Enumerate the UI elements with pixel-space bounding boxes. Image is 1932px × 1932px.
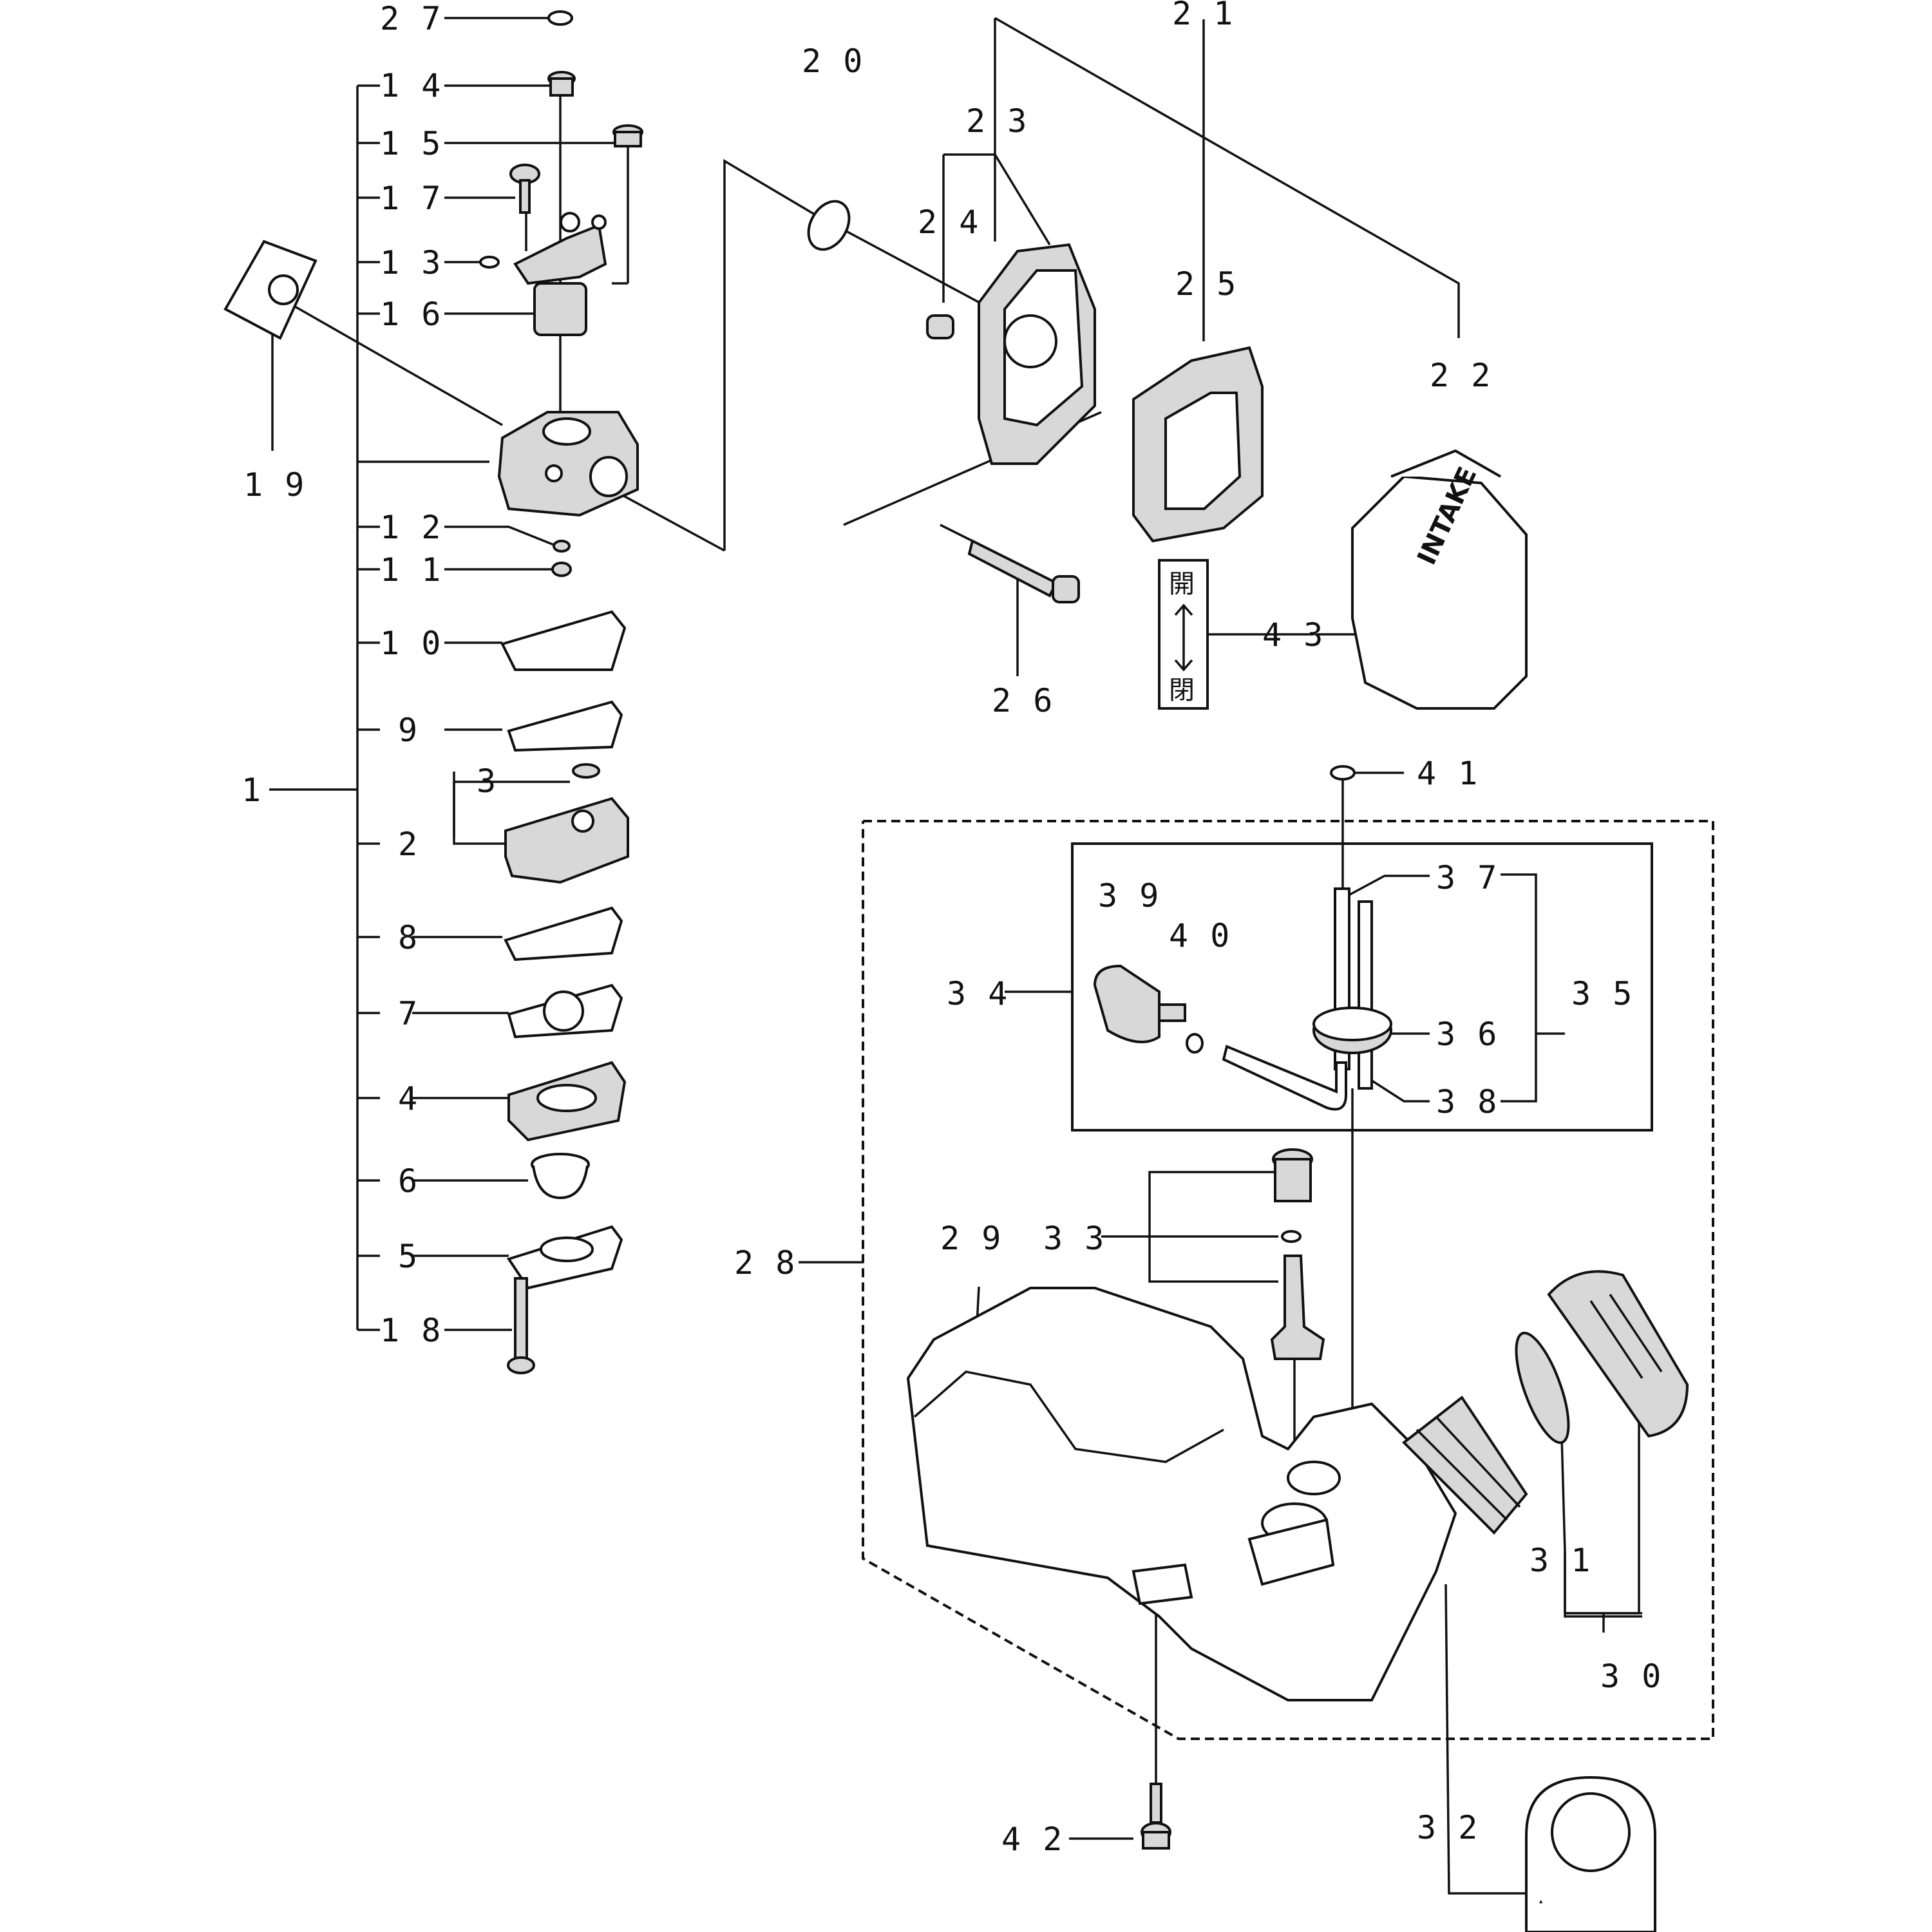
part-9-gasket-icon bbox=[507, 700, 623, 752]
choke-close-text: 閉 bbox=[1169, 676, 1195, 705]
carburetor-parts bbox=[223, 10, 643, 1374]
part-19-gasket-icon bbox=[223, 240, 317, 340]
callout-35: 3 5 bbox=[1571, 975, 1633, 1012]
part-23-air-cleaner-base-icon bbox=[978, 243, 1096, 465]
callout-41: 4 1 bbox=[1417, 755, 1479, 792]
part-10-pump-cover-icon bbox=[500, 610, 627, 671]
callout-43: 4 3 bbox=[1262, 616, 1324, 654]
part-17-screw-icon bbox=[509, 164, 540, 214]
part-7-diaphragm-icon bbox=[507, 983, 623, 1039]
callout-27: 2 7 bbox=[380, 0, 442, 37]
part-24-spacer-icon bbox=[926, 314, 954, 339]
part-37-fuel-line-icon bbox=[1334, 887, 1373, 1090]
callout-22: 2 2 bbox=[1430, 357, 1492, 394]
part-26-bolt-icon bbox=[967, 539, 1080, 603]
choke-open-text: 開 bbox=[1169, 569, 1195, 599]
callout-12: 1 2 bbox=[380, 509, 442, 546]
callout-38: 3 8 bbox=[1436, 1083, 1498, 1121]
callout-15: 1 5 bbox=[380, 125, 442, 162]
callout-39: 3 9 bbox=[1098, 877, 1160, 914]
callout-28: 2 8 bbox=[734, 1244, 796, 1282]
callout-19: 1 9 bbox=[243, 466, 305, 504]
label-warning-text: ▲ bbox=[1539, 1899, 1543, 1905]
callout-30: 3 0 bbox=[1600, 1658, 1662, 1695]
callout-37: 3 7 bbox=[1436, 859, 1498, 896]
callout-21: 2 1 bbox=[1172, 0, 1234, 32]
callout-17: 1 7 bbox=[380, 180, 442, 217]
callout-3: 3 bbox=[477, 762, 497, 800]
carburetor-body-icon bbox=[497, 411, 639, 517]
part-13-clip-icon bbox=[479, 256, 500, 269]
callout-1: 1 bbox=[242, 772, 262, 809]
part-6-primer-bulb-icon bbox=[531, 1153, 590, 1200]
part-22-air-cleaner-cover-icon: INTAKE bbox=[1351, 449, 1528, 710]
callout-4: 4 bbox=[398, 1080, 419, 1117]
part-40-clip-icon bbox=[1186, 1033, 1204, 1054]
part-31-gasket-icon bbox=[1515, 1331, 1570, 1444]
air-cleaner-group: INTAKE 開 閉 bbox=[807, 17, 1528, 710]
part-15-cap-icon bbox=[612, 124, 643, 147]
callout-7: 7 bbox=[398, 995, 419, 1032]
callout-25: 2 5 bbox=[1175, 265, 1237, 303]
part-16-throttle-valve-icon bbox=[513, 212, 607, 336]
callout-34: 3 4 bbox=[947, 975, 1009, 1012]
part-20-oring-icon bbox=[807, 200, 851, 251]
callout-31: 3 1 bbox=[1530, 1542, 1591, 1579]
part-32-caution-label-icon: ▲ bbox=[1525, 1776, 1656, 1932]
callout-33: 3 3 bbox=[1043, 1220, 1105, 1257]
callout-6: 6 bbox=[398, 1162, 419, 1200]
part-4-metering-body-icon bbox=[507, 1061, 627, 1142]
part-42-bolt-icon bbox=[1141, 1783, 1171, 1850]
callout-18: 1 8 bbox=[380, 1312, 442, 1349]
callout-10: 1 0 bbox=[380, 625, 442, 662]
callout-5: 5 bbox=[398, 1238, 419, 1275]
callout-24: 2 4 bbox=[918, 204, 980, 241]
callout-2: 2 bbox=[398, 826, 419, 863]
callout-9: 9 bbox=[398, 712, 419, 749]
callout-23: 2 3 bbox=[966, 102, 1028, 140]
callout-26: 2 6 bbox=[992, 682, 1054, 719]
carburetor-bracket bbox=[269, 17, 992, 1331]
part-38-return-line-icon bbox=[1222, 1045, 1347, 1111]
callout-11: 1 1 bbox=[380, 551, 442, 589]
part-14-plug-icon bbox=[547, 71, 576, 97]
callout-29: 2 9 bbox=[940, 1220, 1002, 1257]
callout-13: 1 3 bbox=[380, 244, 442, 281]
part-33-check-valve-icon bbox=[1270, 1148, 1325, 1360]
part-43-choke-label-icon: 開 閉 bbox=[1158, 559, 1209, 710]
part-29-fuel-tank-icon bbox=[906, 1287, 1457, 1701]
callout-8: 8 bbox=[398, 919, 419, 956]
part-11-screw-icon bbox=[551, 562, 572, 577]
part-12-washer-icon bbox=[553, 540, 571, 553]
part-27-oring-icon bbox=[547, 10, 573, 26]
part-41-vent-icon bbox=[1330, 765, 1356, 781]
part-18-bolt-icon bbox=[507, 1277, 535, 1374]
callout-labels: 2 7 1 4 1 5 1 7 1 3 1 6 1 9 1 2 1 1 1 0 … bbox=[242, 0, 1662, 1858]
part-2-pump-body-icon bbox=[504, 797, 629, 884]
callout-42: 4 2 bbox=[1001, 1821, 1063, 1858]
callout-16: 1 6 bbox=[380, 296, 442, 333]
callout-32: 3 2 bbox=[1417, 1809, 1479, 1846]
part-39-fuel-filter-icon bbox=[1093, 964, 1186, 1043]
part-30-fuel-cap-icon bbox=[1547, 1270, 1689, 1438]
part-3-screen-icon bbox=[572, 763, 600, 779]
callout-20: 2 0 bbox=[802, 43, 864, 80]
fuel-tank-group: ▲ bbox=[799, 765, 1714, 1932]
callout-36: 3 6 bbox=[1436, 1016, 1498, 1053]
part-36-grommet-icon bbox=[1312, 1007, 1392, 1054]
callout-40: 4 0 bbox=[1169, 917, 1231, 954]
part-25-filter-element-icon bbox=[1132, 346, 1264, 543]
tank-filler-neck-icon bbox=[1401, 1396, 1528, 1535]
callout-14: 1 4 bbox=[380, 67, 442, 104]
part-8-gasket-icon bbox=[504, 906, 623, 961]
